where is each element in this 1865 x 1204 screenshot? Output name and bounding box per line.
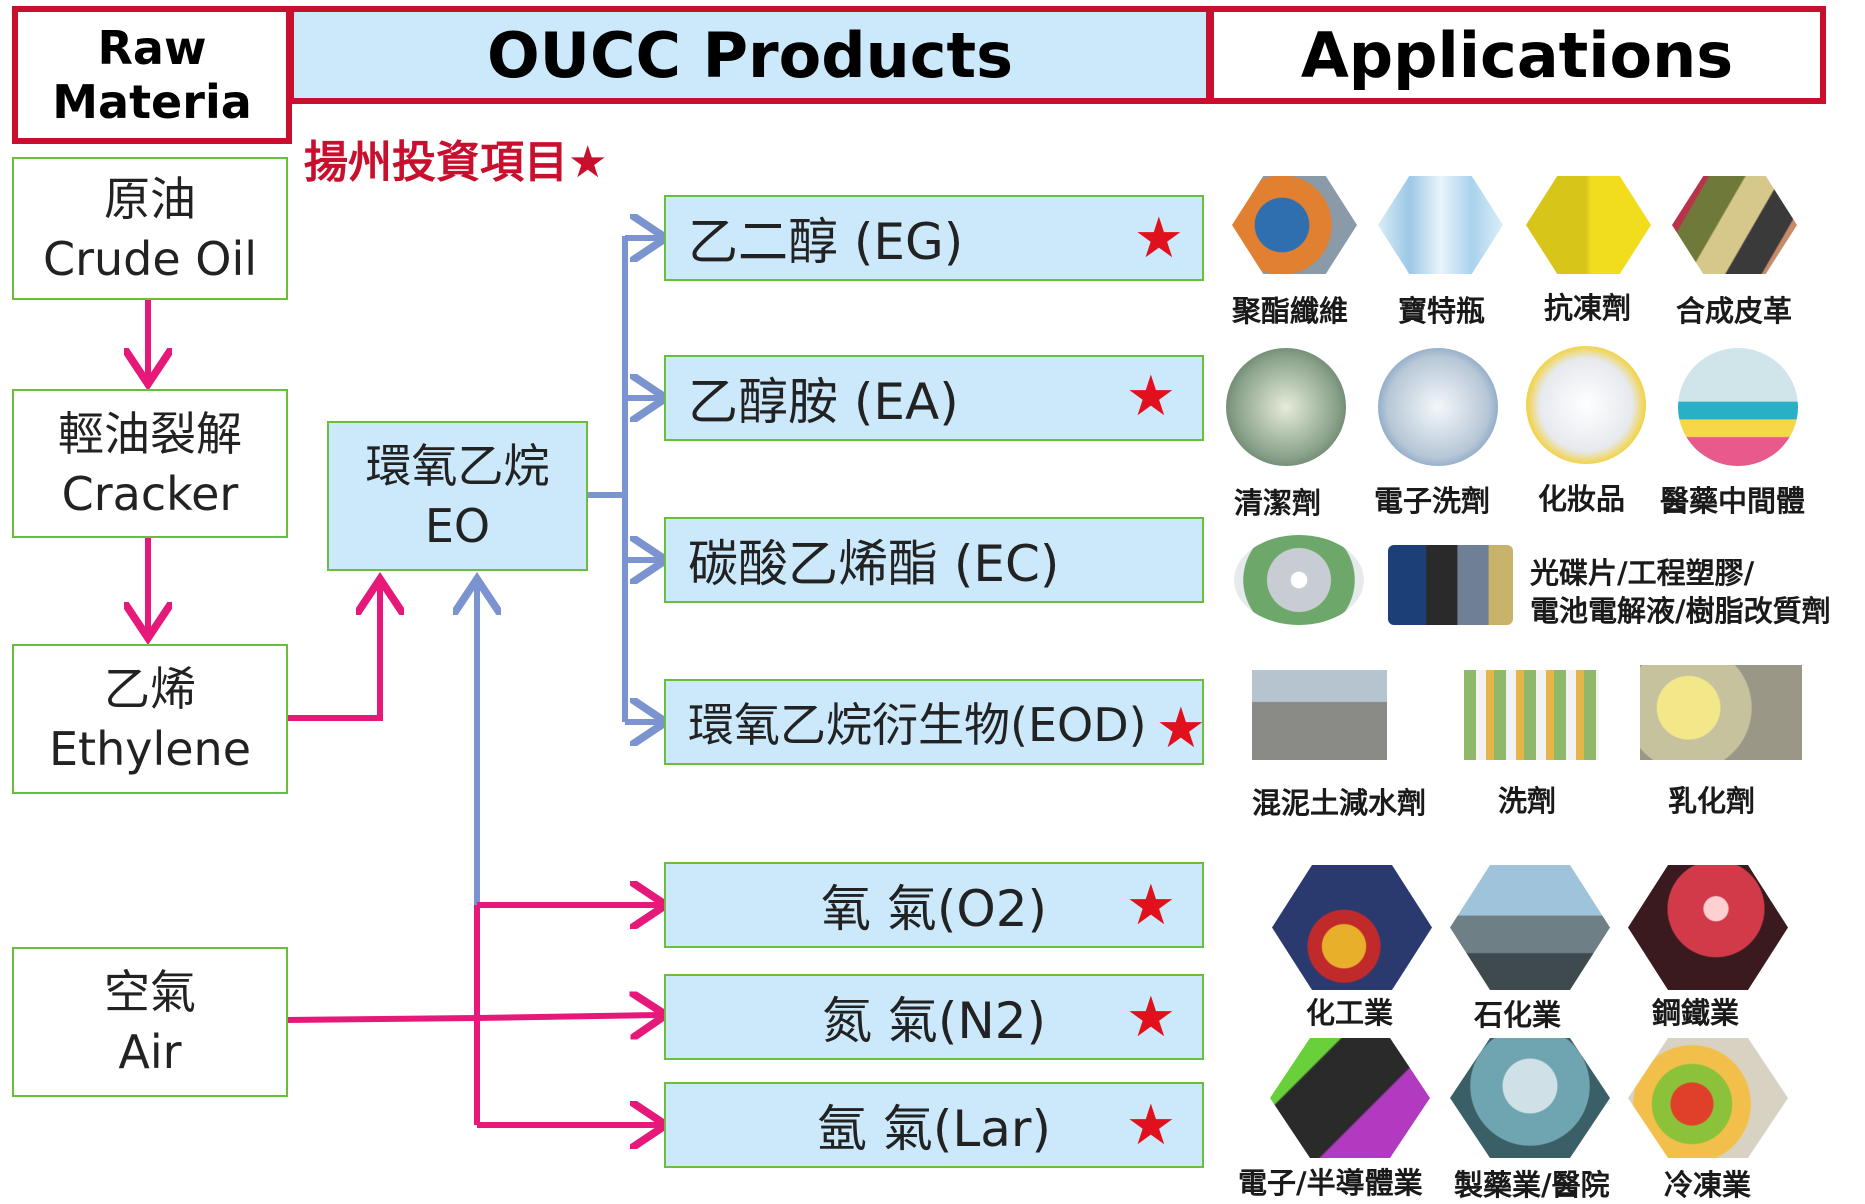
app-eg-3: 抗凍劑	[1544, 291, 1632, 325]
header-oucc-products: OUCC Products	[288, 6, 1212, 104]
product-o2-star: ★	[1125, 873, 1176, 938]
app-gas1-1: 化工業	[1306, 996, 1394, 1030]
product-n2-star: ★	[1125, 985, 1176, 1050]
app-eg-1: 聚酯纖維	[1232, 294, 1349, 328]
cosmetics-image	[1526, 346, 1646, 464]
app-eg-4: 合成皮革	[1676, 294, 1793, 328]
cd-disc-image	[1234, 535, 1364, 625]
app-ec-line1: 光碟片/工程塑膠/	[1530, 556, 1755, 590]
raw-ethylene-zh: 乙烯	[104, 662, 196, 716]
app-gas1-3: 鋼鐵業	[1652, 996, 1740, 1030]
app-ea-1: 清潔劑	[1234, 486, 1322, 520]
app-eod-2: 洗劑	[1498, 784, 1557, 818]
arrow-to-n2	[476, 1015, 660, 1018]
polyester-fiber-image	[1232, 176, 1357, 274]
app-ea-3: 化妝品	[1538, 482, 1626, 516]
product-lar: 氬 氣(Lar) ★	[664, 1082, 1204, 1168]
app-ea-2: 電子洗劑	[1374, 484, 1491, 518]
product-eg-star: ★	[1133, 206, 1184, 271]
product-eg-label: 乙二醇 (EG)	[688, 213, 964, 271]
header-applications-text: Applications	[1300, 18, 1734, 92]
electronic-cleaner-image	[1378, 348, 1498, 466]
air-main-line	[284, 1015, 478, 1023]
product-eod-label: 環氧乙烷衍生物(EOD)	[688, 698, 1147, 752]
pet-bottle-image	[1378, 176, 1503, 274]
header-raw-line1: Raw	[97, 21, 207, 75]
product-ea-star: ★	[1125, 364, 1176, 429]
raw-ethylene-en: Ethylene	[48, 722, 251, 776]
eo-box: 環氧乙烷 EO	[327, 421, 588, 571]
product-ec-label: 碳酸乙烯酯 (EC)	[688, 535, 1060, 593]
header-products-text: OUCC Products	[486, 18, 1014, 92]
app-gas2-1: 電子/半導體業	[1238, 1166, 1423, 1200]
app-eg-2: 寶特瓶	[1398, 294, 1486, 328]
raw-cracker-zh: 輕油裂解	[58, 406, 242, 461]
detergent-shelf-image	[1464, 670, 1599, 760]
product-n2: 氮 氣(N2) ★	[664, 974, 1204, 1060]
product-o2: 氧 氣(O2) ★	[664, 862, 1204, 948]
app-ec-line2: 電池電解液/樹脂改質劑	[1530, 594, 1831, 628]
product-eod-star: ★	[1155, 696, 1206, 761]
header-raw-line2: Materia	[52, 75, 252, 129]
product-ea-label: 乙醇胺 (EA)	[688, 373, 959, 431]
app-gas1-2: 石化業	[1474, 998, 1562, 1032]
app-gas2-2: 製藥業/醫院	[1454, 1168, 1610, 1202]
cleaning-agent-image	[1226, 348, 1346, 466]
product-lar-star: ★	[1125, 1093, 1176, 1158]
emulsifier-image	[1640, 665, 1802, 760]
app-gas2-3: 冷凍業	[1664, 1168, 1752, 1202]
eo-en: EO	[424, 499, 491, 553]
header-applications: Applications	[1208, 6, 1826, 104]
raw-crude-oil: 原油 Crude Oil	[12, 157, 288, 300]
raw-cracker: 輕油裂解 Cracker	[12, 389, 288, 538]
app-ea-4: 醫藥中間體	[1660, 484, 1806, 518]
product-o2-label: 氧 氣(O2)	[820, 880, 1048, 938]
product-ea: 乙醇胺 (EA) ★	[664, 355, 1204, 441]
concrete-image	[1252, 670, 1387, 760]
eo-zh: 環氧乙烷	[365, 439, 550, 493]
product-n2-label: 氮 氣(N2)	[821, 992, 1047, 1050]
app-eod-1: 混泥土減水劑	[1252, 786, 1427, 820]
header-raw-material: Raw Materia	[12, 6, 292, 144]
arrow-ethylene-to-eo	[285, 585, 380, 721]
pharma-intermediate-image	[1678, 348, 1798, 466]
app-eod-3: 乳化劑	[1668, 784, 1756, 818]
raw-crude-zh: 原油	[104, 171, 196, 226]
raw-cracker-en: Cracker	[61, 466, 239, 521]
yangzhou-label: 揚州投資項目★	[304, 137, 608, 188]
product-eg: 乙二醇 (EG) ★	[664, 195, 1204, 281]
product-ec: 碳酸乙烯酯 (EC)	[664, 517, 1204, 603]
synthetic-leather-image	[1672, 176, 1797, 274]
antifreeze-image	[1526, 176, 1651, 274]
raw-air-zh: 空氣	[104, 965, 196, 1019]
raw-air-en: Air	[118, 1025, 182, 1079]
product-lar-label: 氬 氣(Lar)	[817, 1100, 1051, 1158]
product-eod: 環氧乙烷衍生物(EOD) ★	[664, 679, 1206, 765]
raw-crude-en: Crude Oil	[42, 231, 258, 286]
raw-ethylene: 乙烯 Ethylene	[12, 644, 288, 794]
battery-image	[1388, 545, 1513, 625]
raw-air: 空氣 Air	[12, 947, 288, 1097]
